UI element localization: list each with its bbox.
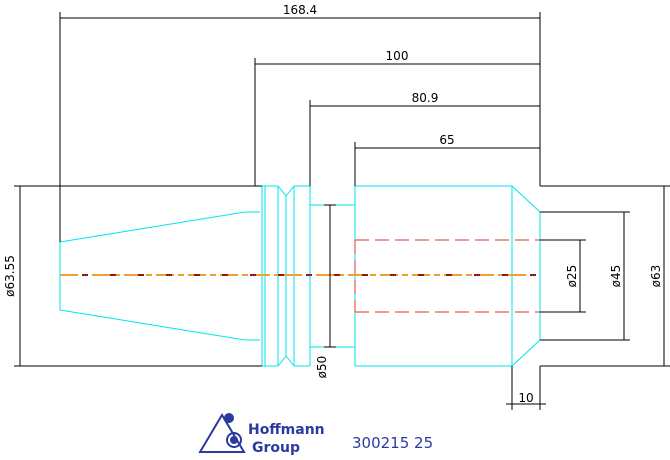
dim-length-100: 100 [386, 49, 409, 63]
dim-length-10: 10 [518, 391, 533, 405]
dim-dia-50: ø50 [315, 356, 329, 379]
bore-outline [354, 239, 540, 313]
part-number: 300215 25 [352, 434, 433, 452]
hoffmann-logo-icon [198, 413, 246, 453]
dim-length-80-9: 80.9 [412, 91, 439, 105]
dim-dia-45: ø45 [609, 265, 623, 288]
logo-line1: Hoffmann [248, 422, 325, 438]
dim-dia-63: ø63 [649, 265, 663, 288]
dimension-lines [14, 12, 670, 410]
dim-dia-63-55: ø63.55 [3, 255, 17, 297]
dim-overall-length: 168.4 [283, 3, 317, 17]
dim-dia-25: ø25 [565, 265, 579, 288]
dim-length-65: 65 [439, 133, 454, 147]
logo-line2: Group [252, 440, 300, 456]
